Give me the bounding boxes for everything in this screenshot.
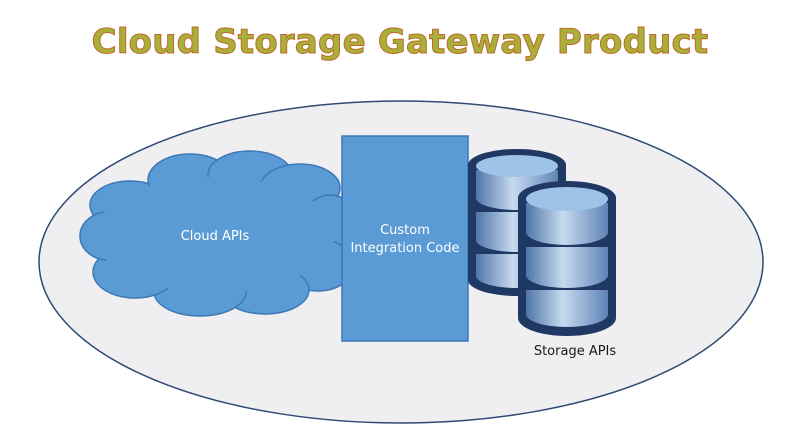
storage-database-front-icon — [518, 181, 616, 336]
integration-code-line-1: Custom — [380, 223, 430, 238]
integration-code-box — [341, 135, 469, 342]
integration-code-line-2: Integration Code — [350, 241, 460, 256]
cloud-apis-label: Cloud APIs — [180, 229, 250, 244]
integration-code-label: Custom Integration Code — [342, 222, 468, 258]
storage-apis-label: Storage APIs — [533, 344, 617, 359]
page-title: Cloud Storage Gateway Product — [91, 22, 709, 63]
